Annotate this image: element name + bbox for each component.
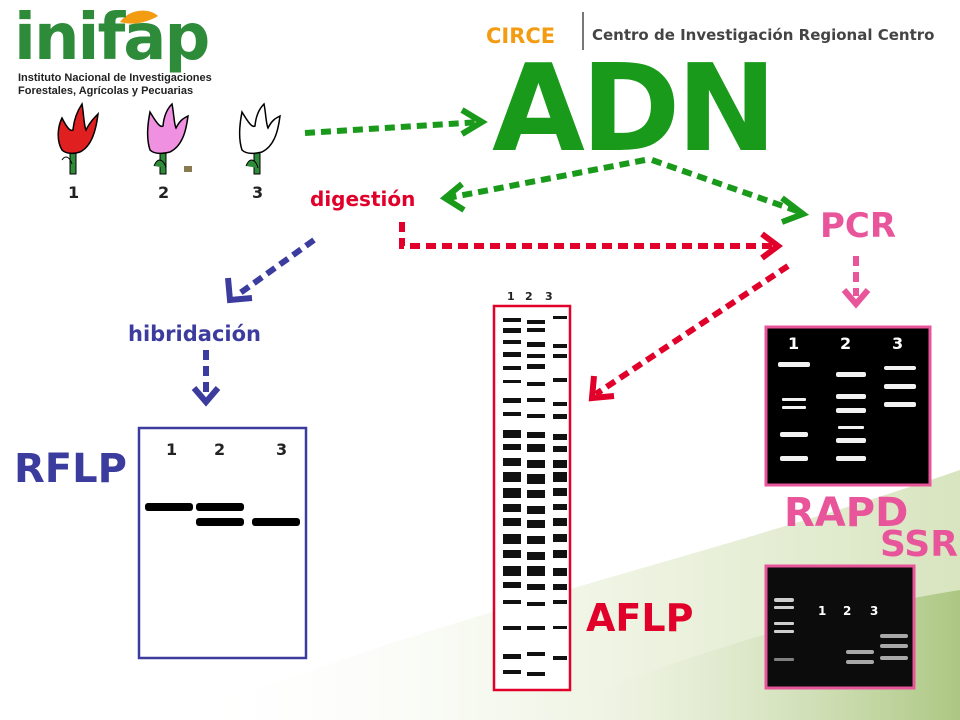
aflp-lane-3: 3: [545, 290, 553, 303]
rflp-membrane: [137, 426, 308, 660]
adn-title: ADN: [492, 40, 777, 179]
rflp-lane-2: 2: [214, 440, 226, 459]
ssr-lane-1: 1: [818, 604, 827, 618]
plant-label-1: 1: [68, 183, 80, 202]
hibridacion-label: hibridación: [128, 322, 261, 346]
plant-1-icon: [57, 102, 100, 175]
rapd-label: RAPD: [784, 490, 909, 536]
header-divider: [582, 12, 584, 50]
center-name: Centro de Investigación Regional Centro: [592, 26, 935, 44]
ssr-gel: [764, 564, 916, 690]
org-name-line-1: Instituto Nacional de Investigaciones: [18, 72, 212, 84]
org-name-line-2: Forestales, Agrícolas y Pecuarias: [18, 85, 194, 97]
plant-3-icon: [238, 102, 281, 175]
inifap-logo: inifap: [14, 1, 210, 75]
logo-leaf-icon: [120, 10, 158, 24]
rflp-label: RFLP: [14, 446, 127, 492]
aflp-label: AFLP: [586, 596, 694, 640]
rapd-lane-3: 3: [892, 334, 904, 353]
plant-2-icon: [146, 102, 192, 175]
ssr-label: SSR: [880, 524, 958, 565]
aflp-lane-2: 2: [525, 290, 533, 303]
rapd-lane-1: 1: [788, 334, 800, 353]
circe-label: CIRCE: [486, 24, 556, 48]
ssr-lane-2: 2: [843, 604, 852, 618]
digestion-label: digestión: [310, 187, 416, 211]
aflp-lane-1: 1: [507, 290, 515, 303]
ssr-bands: [774, 598, 908, 664]
rflp-lane-1: 1: [166, 440, 178, 459]
rapd-lane-2: 2: [840, 334, 852, 353]
plant-label-2: 2: [158, 183, 170, 202]
aflp-bands: [503, 316, 567, 676]
ssr-lane-3: 3: [870, 604, 879, 618]
rflp-lane-3: 3: [276, 440, 288, 459]
rapd-bands: [778, 362, 916, 461]
pcr-label: PCR: [820, 206, 897, 246]
plant-label-3: 3: [252, 183, 264, 202]
